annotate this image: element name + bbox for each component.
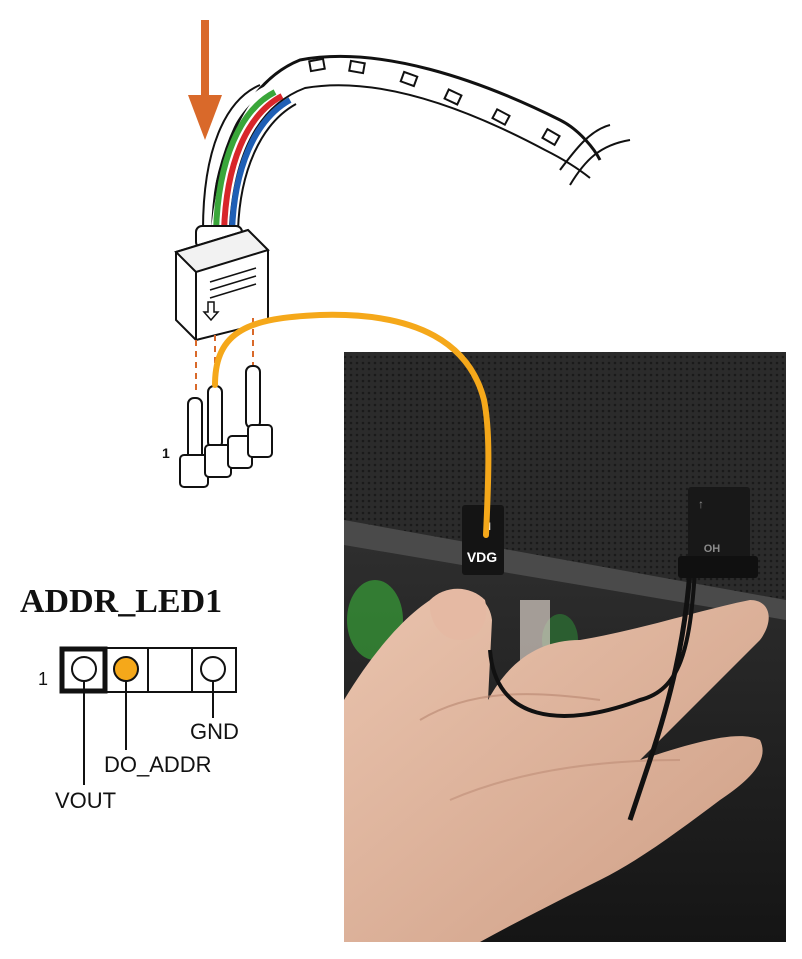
- insert-arrow-icon: [188, 20, 222, 140]
- case-edge: [344, 520, 786, 620]
- addr-led1-header: ADDR_LED1 1 GND DO_ADDR VOUT: [20, 583, 239, 813]
- svg-text:↑: ↑: [698, 497, 704, 511]
- down-arrow-icon: [202, 301, 220, 322]
- wire-green: [213, 89, 277, 233]
- header-pin-do-addr: [113, 656, 139, 682]
- led-strip-leds: [308, 57, 561, 147]
- header-title: ADDR_LED1: [20, 583, 222, 620]
- photo-connector-right-small-label: OH: [704, 543, 721, 555]
- wire-red: [221, 93, 284, 233]
- header-pin-gnd: [200, 656, 226, 682]
- signal-wire: [212, 311, 492, 538]
- alignment-guides: [195, 318, 254, 395]
- led-strip-illustration: 1: [162, 20, 631, 488]
- header-pin-vout: [71, 656, 97, 682]
- wire-blue: [229, 97, 292, 233]
- photo: H VDG OH ↑: [344, 352, 786, 942]
- illustration-pin1-marker: 1: [162, 445, 170, 461]
- hand: [344, 588, 769, 942]
- black-wire-cable: [627, 569, 693, 821]
- pin-label-do-addr: DO_ADDR: [104, 752, 212, 777]
- photo-connector-left: H VDG: [462, 505, 504, 575]
- header-pins-illustration: [179, 365, 273, 488]
- photo-connector-left-label: VDG: [467, 549, 497, 565]
- strip-connector: [174, 225, 270, 342]
- header-pin1-marker: 1: [38, 669, 48, 689]
- black-wire-loop: [488, 569, 697, 718]
- pin-label-gnd: GND: [190, 719, 239, 744]
- pin-label-vout: VOUT: [55, 788, 116, 813]
- photo-connector-right: OH ↑: [678, 487, 758, 578]
- case-mesh-panel: [344, 352, 786, 600]
